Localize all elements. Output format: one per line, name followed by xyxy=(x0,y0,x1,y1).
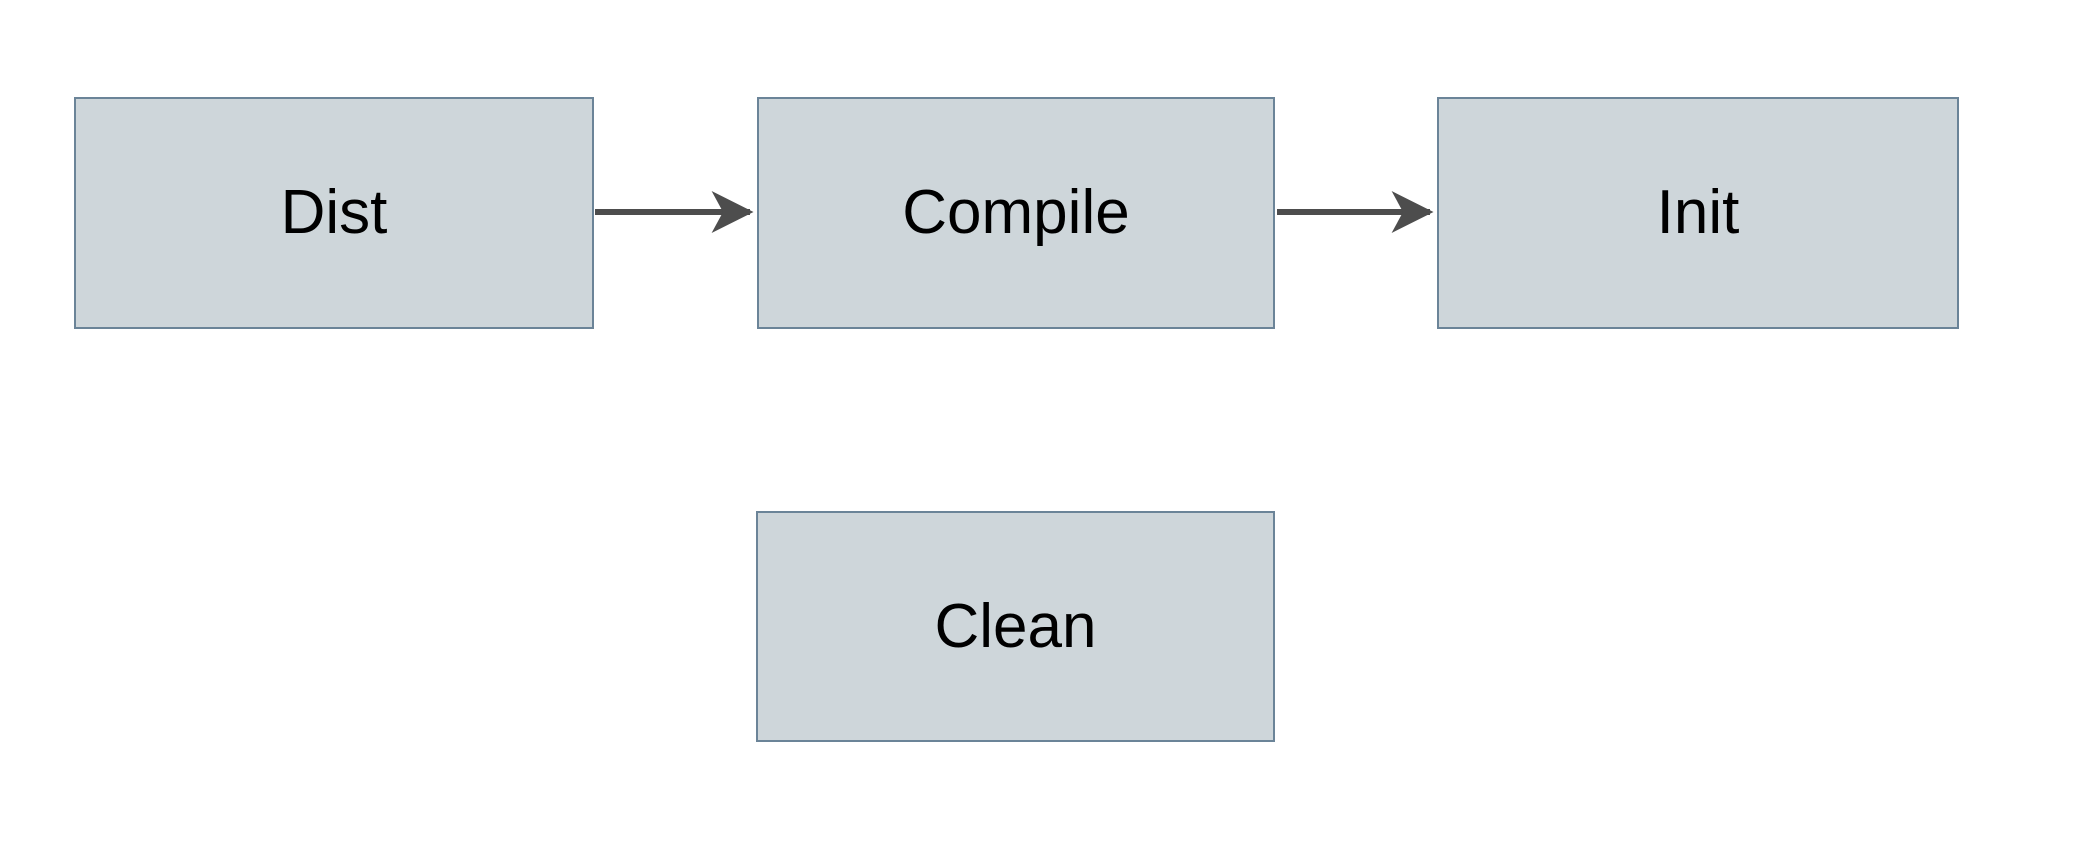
node-init[interactable]: Init xyxy=(1437,97,1959,329)
node-dist-label: Dist xyxy=(280,178,388,247)
node-clean-label: Clean xyxy=(934,591,1097,661)
node-init-label: Init xyxy=(1656,178,1740,247)
node-dist[interactable]: Dist xyxy=(74,97,594,329)
node-compile[interactable]: Compile xyxy=(757,97,1275,329)
node-compile-label: Compile xyxy=(902,178,1130,247)
node-clean[interactable]: Clean xyxy=(756,511,1275,742)
